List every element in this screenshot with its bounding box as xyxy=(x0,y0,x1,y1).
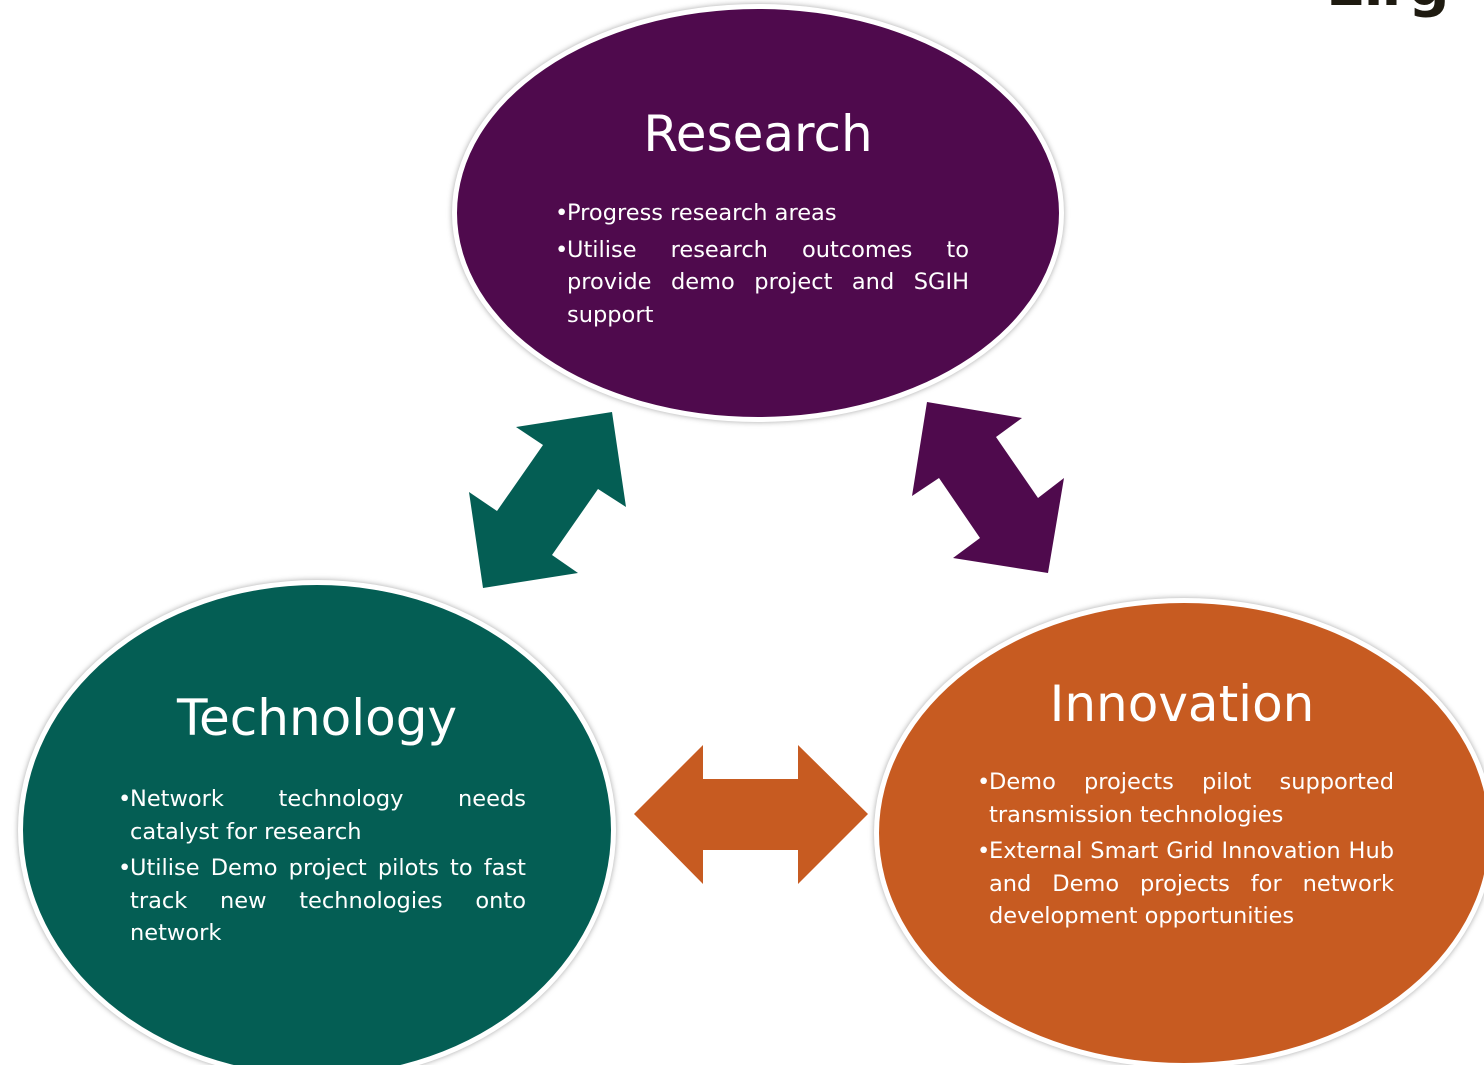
innovation-title: Innovation xyxy=(1049,675,1315,733)
innovation-bullet-item: •Demo projects pilot supported transmiss… xyxy=(977,766,1394,831)
bullet-icon: • xyxy=(555,200,569,226)
arrow-technology-research xyxy=(469,412,626,588)
research-node: Research •Progress research areas •Utili… xyxy=(452,4,1064,422)
technology-bullet-text: Network technology needs catalyst for re… xyxy=(130,786,526,845)
innovation-node: Innovation •Demo projects pilot supporte… xyxy=(874,598,1484,1065)
research-bullet-text: Utilise research outcomes to provide dem… xyxy=(567,236,969,328)
technology-bullet-text: Utilise Demo project pilots to fast trac… xyxy=(130,855,526,946)
research-bullet-item: •Progress research areas xyxy=(555,197,969,230)
bullet-icon: • xyxy=(555,236,569,263)
research-bullet-item: •Utilise research outcomes to provide de… xyxy=(555,234,969,332)
technology-bullet-item: •Network technology needs catalyst for r… xyxy=(118,783,526,848)
research-bullet-list: •Progress research areas •Utilise resear… xyxy=(555,197,969,335)
technology-bullet-list: •Network technology needs catalyst for r… xyxy=(118,783,526,954)
bullet-icon: • xyxy=(118,855,132,881)
bullet-icon: • xyxy=(977,769,991,795)
logo: Eirg xyxy=(1326,0,1484,20)
innovation-bullet-text: Demo projects pilot supported transmissi… xyxy=(989,769,1394,828)
technology-title: Technology xyxy=(176,689,458,747)
bullet-icon: • xyxy=(977,838,991,864)
research-title: Research xyxy=(643,105,873,163)
bullet-icon: • xyxy=(118,786,132,812)
innovation-bullet-text: External Smart Grid Innovation Hub and D… xyxy=(989,838,1394,929)
technology-bullet-item: •Utilise Demo project pilots to fast tra… xyxy=(118,852,526,950)
arrow-research-innovation xyxy=(912,402,1064,573)
research-bullet-text: Progress research areas xyxy=(567,200,837,226)
innovation-bullet-list: •Demo projects pilot supported transmiss… xyxy=(977,766,1394,937)
technology-node: Technology •Network technology needs cat… xyxy=(18,580,616,1065)
logo-text: Eirg xyxy=(1326,0,1484,14)
arrow-technology-innovation xyxy=(634,745,868,884)
innovation-bullet-item: •External Smart Grid Innovation Hub and … xyxy=(977,835,1394,933)
